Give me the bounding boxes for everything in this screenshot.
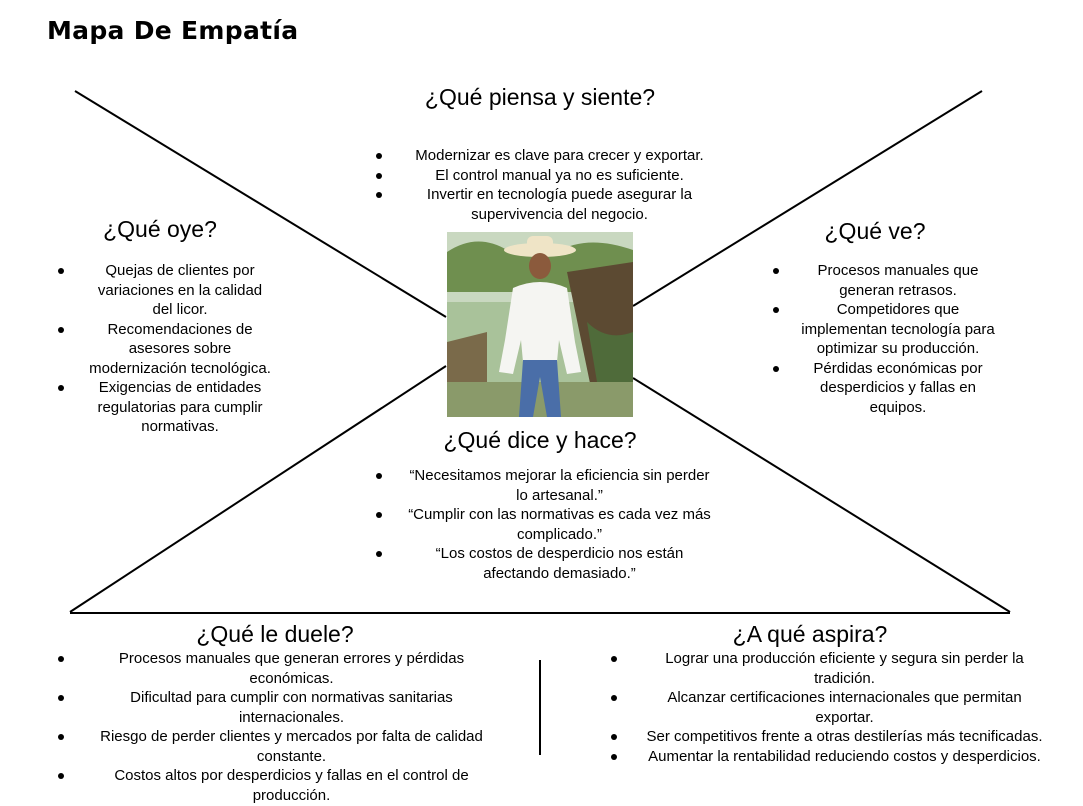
- list-item: “Cumplir con las normativas es cada vez …: [370, 505, 715, 544]
- list-item: Ser competitivos frente a otras destiler…: [605, 727, 1050, 747]
- list-item: Procesos manuales que generan retrasos.: [767, 261, 995, 300]
- ve-list: Procesos manuales que generan retrasos. …: [767, 261, 995, 417]
- list-item: Procesos manuales que generan errores y …: [52, 649, 497, 688]
- list-item: Riesgo de perder clientes y mercados por…: [52, 727, 497, 766]
- oye-list: Quejas de clientes por variaciones en la…: [52, 261, 274, 437]
- list-item: Dificultad para cumplir con normativas s…: [52, 688, 497, 727]
- list-item: Costos altos por desperdicios y fallas e…: [52, 766, 497, 805]
- dice-list: “Necesitamos mejorar la eficiencia sin p…: [370, 466, 715, 583]
- piensa-heading: ¿Qué piensa y siente?: [424, 84, 656, 110]
- farmer-photo: [447, 232, 633, 417]
- list-item: “Los costos de desperdicio nos están afe…: [370, 544, 715, 583]
- duele-list: Procesos manuales que generan errores y …: [52, 649, 497, 805]
- list-item: Lograr una producción eficiente y segura…: [605, 649, 1050, 688]
- list-item: Alcanzar certificaciones internacionales…: [605, 688, 1050, 727]
- list-item: Exigencias de entidades regulatorias par…: [52, 378, 274, 437]
- list-item: Quejas de clientes por variaciones en la…: [52, 261, 274, 320]
- piensa-list: Modernizar es clave para crecer y export…: [370, 146, 715, 224]
- page-title: Mapa De Empatía: [47, 16, 299, 45]
- aspira-heading: ¿A qué aspira?: [732, 621, 888, 647]
- list-item: Modernizar es clave para crecer y export…: [370, 146, 715, 166]
- list-item: “Necesitamos mejorar la eficiencia sin p…: [370, 466, 715, 505]
- list-item: Recomendaciones de asesores sobre modern…: [52, 320, 274, 379]
- duele-heading: ¿Qué le duele?: [196, 621, 354, 647]
- list-item: Competidores que implementan tecnología …: [767, 300, 995, 359]
- list-item: Aumentar la rentabilidad reduciendo cost…: [605, 747, 1050, 767]
- list-item: El control manual ya no es suficiente.: [370, 166, 715, 186]
- ve-heading: ¿Qué ve?: [824, 218, 926, 244]
- list-item: Invertir en tecnología puede asegurar la…: [370, 185, 715, 224]
- dice-heading: ¿Qué dice y hace?: [443, 427, 637, 453]
- list-item: Pérdidas económicas por desperdicios y f…: [767, 359, 995, 418]
- aspira-list: Lograr una producción eficiente y segura…: [605, 649, 1050, 766]
- oye-heading: ¿Qué oye?: [103, 216, 217, 242]
